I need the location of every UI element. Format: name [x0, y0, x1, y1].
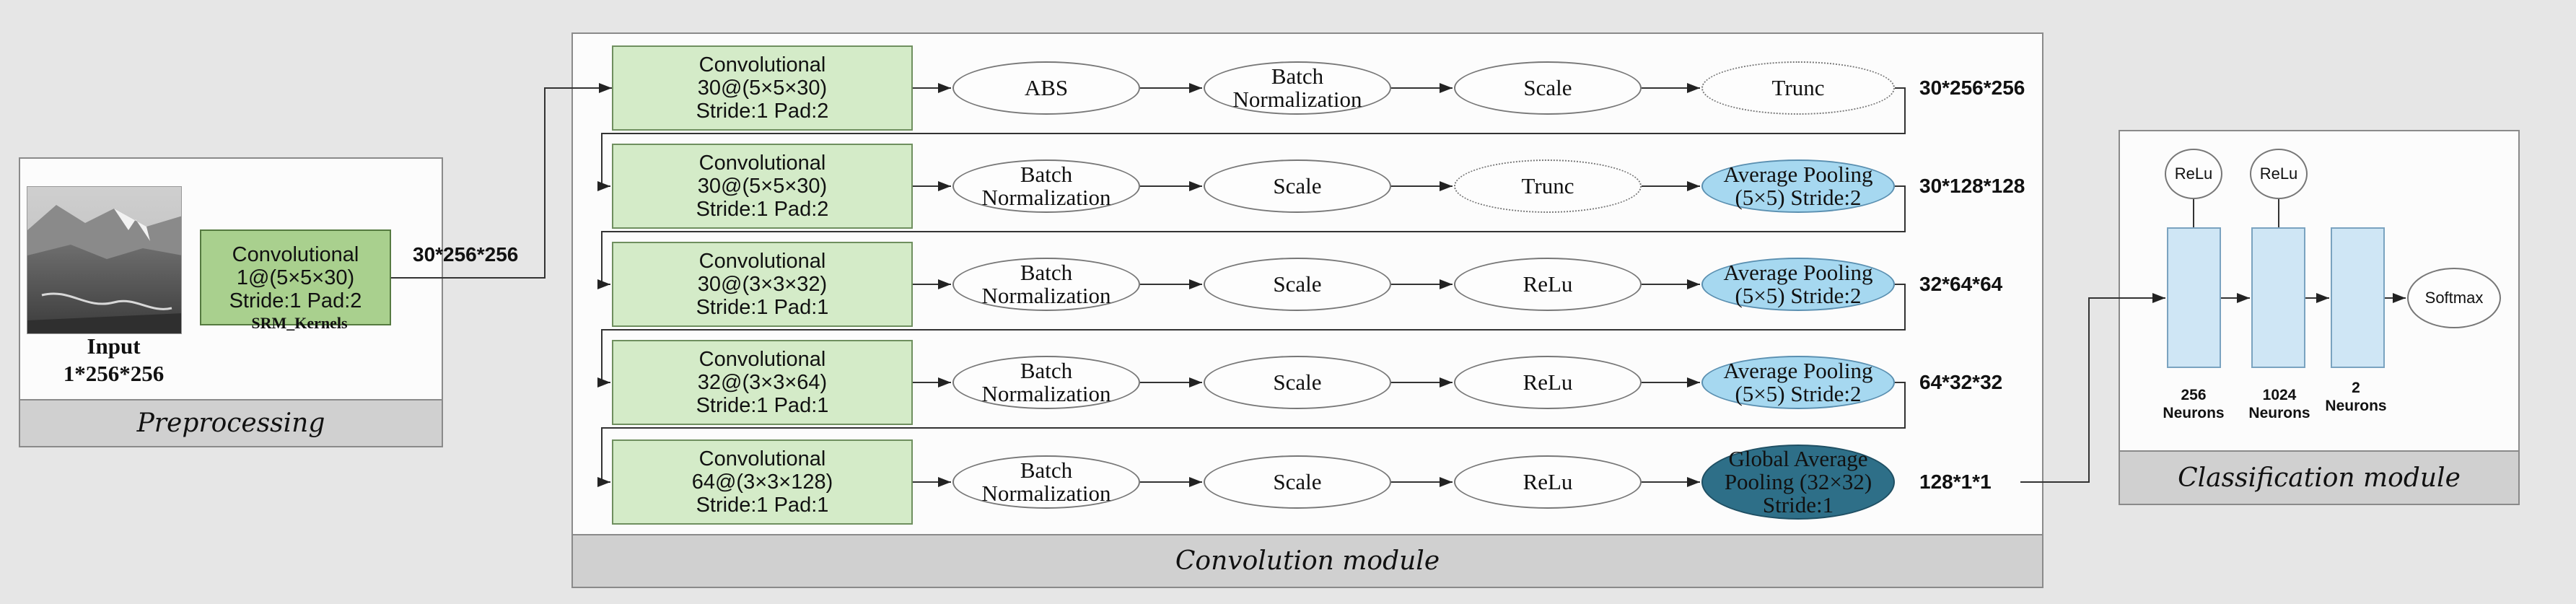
preprocessing-output-dim: 30*256*256	[413, 243, 519, 266]
srm-conv-box: Convolutional 1@(5×5×30) Stride:1 Pad:2	[200, 229, 391, 325]
connector-arrow	[597, 87, 1906, 191]
row-output-dim-4: 64*32*32	[1919, 371, 2003, 393]
relu-node-1: ReLu	[2165, 149, 2222, 199]
dense-2-caption: 2 Neurons	[2325, 380, 2387, 414]
op-node-row-2-3: Trunc	[1454, 159, 1642, 213]
dense-layer-2	[2331, 227, 2385, 368]
op-node-row-1-1: ABS	[952, 61, 1140, 115]
op-node-row-4-4: Average Pooling(5×5) Stride:2	[1701, 356, 1895, 409]
row-output-dim-5: 128*1*1	[1919, 470, 1992, 493]
op-node-row-1-4: Trunc	[1701, 61, 1895, 115]
softmax-node: Softmax	[2407, 268, 2501, 328]
op-node-row-1-3: Scale	[1454, 61, 1642, 115]
input-label: Input	[87, 333, 141, 359]
dense-1024-caption: 1024 Neurons	[2248, 387, 2310, 421]
input-image	[27, 186, 182, 334]
connector-arrow	[597, 185, 1906, 289]
op-node-row-3-4: Average Pooling(5×5) Stride:2	[1701, 258, 1895, 311]
row-output-dim-2: 30*128*128	[1919, 175, 2025, 197]
connector-arrow	[597, 284, 1906, 388]
op-node-row-3-3: ReLu	[1454, 258, 1642, 311]
dense-layer-256	[2167, 227, 2221, 368]
op-node-row-2-2: Scale	[1204, 159, 1391, 213]
op-node-row-4-3: ReLu	[1454, 356, 1642, 409]
preprocessing-label: Preprocessing	[19, 399, 443, 447]
row-output-dim-1: 30*256*256	[1919, 76, 2025, 99]
srm-kernels-label: SRM_Kernels	[251, 314, 348, 332]
op-node-row-5-2: Scale	[1204, 455, 1391, 509]
op-node-row-2-4: Average Pooling(5×5) Stride:2	[1701, 159, 1895, 213]
convolution-module-label: Convolution module	[571, 534, 2043, 588]
row-output-dim-3: 32*64*64	[1919, 273, 2003, 295]
connector-arrow	[597, 382, 1906, 487]
relu-node-2: ReLu	[2250, 149, 2308, 199]
classification-module-label: Classification module	[2119, 450, 2520, 505]
dense-layer-1024	[2251, 227, 2305, 368]
dense-256-caption: 256 Neurons	[2163, 387, 2225, 421]
op-node-row-3-2: Scale	[1204, 258, 1391, 311]
op-node-row-5-3: ReLu	[1454, 455, 1642, 509]
op-node-row-4-2: Scale	[1204, 356, 1391, 409]
input-size: 1*256*256	[63, 361, 165, 386]
